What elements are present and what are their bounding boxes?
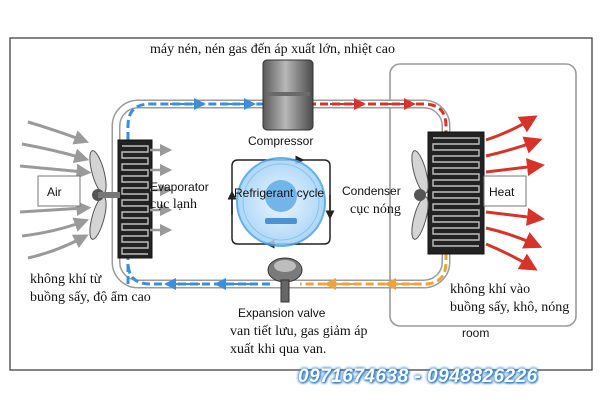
evaporator-label: Evaporator <box>150 180 209 194</box>
heat-label: Heat <box>489 185 515 199</box>
condenser-label: Condenser <box>342 184 401 198</box>
expansion-valve <box>267 257 303 303</box>
condenser-coil <box>427 131 485 255</box>
heat-outflow-arrows <box>485 115 545 271</box>
intake-air-description-line1: không khí từ <box>30 272 102 287</box>
evaporator-sub-label: cục lạnh <box>150 197 198 212</box>
compressor-label: Compressor <box>248 134 314 148</box>
air-box <box>37 175 81 207</box>
expansion-valve-description-line2: xuất khi qua van. <box>230 342 327 357</box>
expansion-valve-label: Expansion valve <box>238 306 326 320</box>
refrigerant-cycle-label: Refrigerant cycle <box>234 186 325 200</box>
warm-pipe <box>300 240 448 286</box>
outer-frame <box>9 37 593 371</box>
cold-pipe <box>126 102 268 284</box>
air-label: Air <box>47 185 62 199</box>
watermark-logo <box>236 157 326 247</box>
compressor-description: máy nén, nén gas đến áp xuất lớn, nhiệt … <box>150 42 395 57</box>
condenser-fan-icon <box>411 150 429 240</box>
outflow-air-description-line2: buồng sấy, khô, nóng <box>450 300 570 315</box>
phone-number-watermark: 0971674638 - 0948826226 <box>298 366 538 387</box>
room-box <box>389 63 577 327</box>
evaporator-fan-icon <box>89 150 120 240</box>
air-inflow-arrows <box>19 120 92 260</box>
hot-pipe <box>308 102 448 150</box>
expansion-valve-description-line1: van tiết lưu, gas giảm áp <box>230 324 368 339</box>
condenser-sub-label: cục nóng <box>350 202 401 217</box>
outflow-air-description-line1: không khí vào <box>450 282 531 297</box>
intake-air-description-line2: buồng sấy, độ ẩm cao <box>30 290 151 305</box>
room-label: room <box>462 326 490 340</box>
cold-return-pipe <box>126 261 270 286</box>
heat-box <box>483 175 527 207</box>
evaporator-coil <box>117 139 153 259</box>
compressor <box>262 59 314 131</box>
